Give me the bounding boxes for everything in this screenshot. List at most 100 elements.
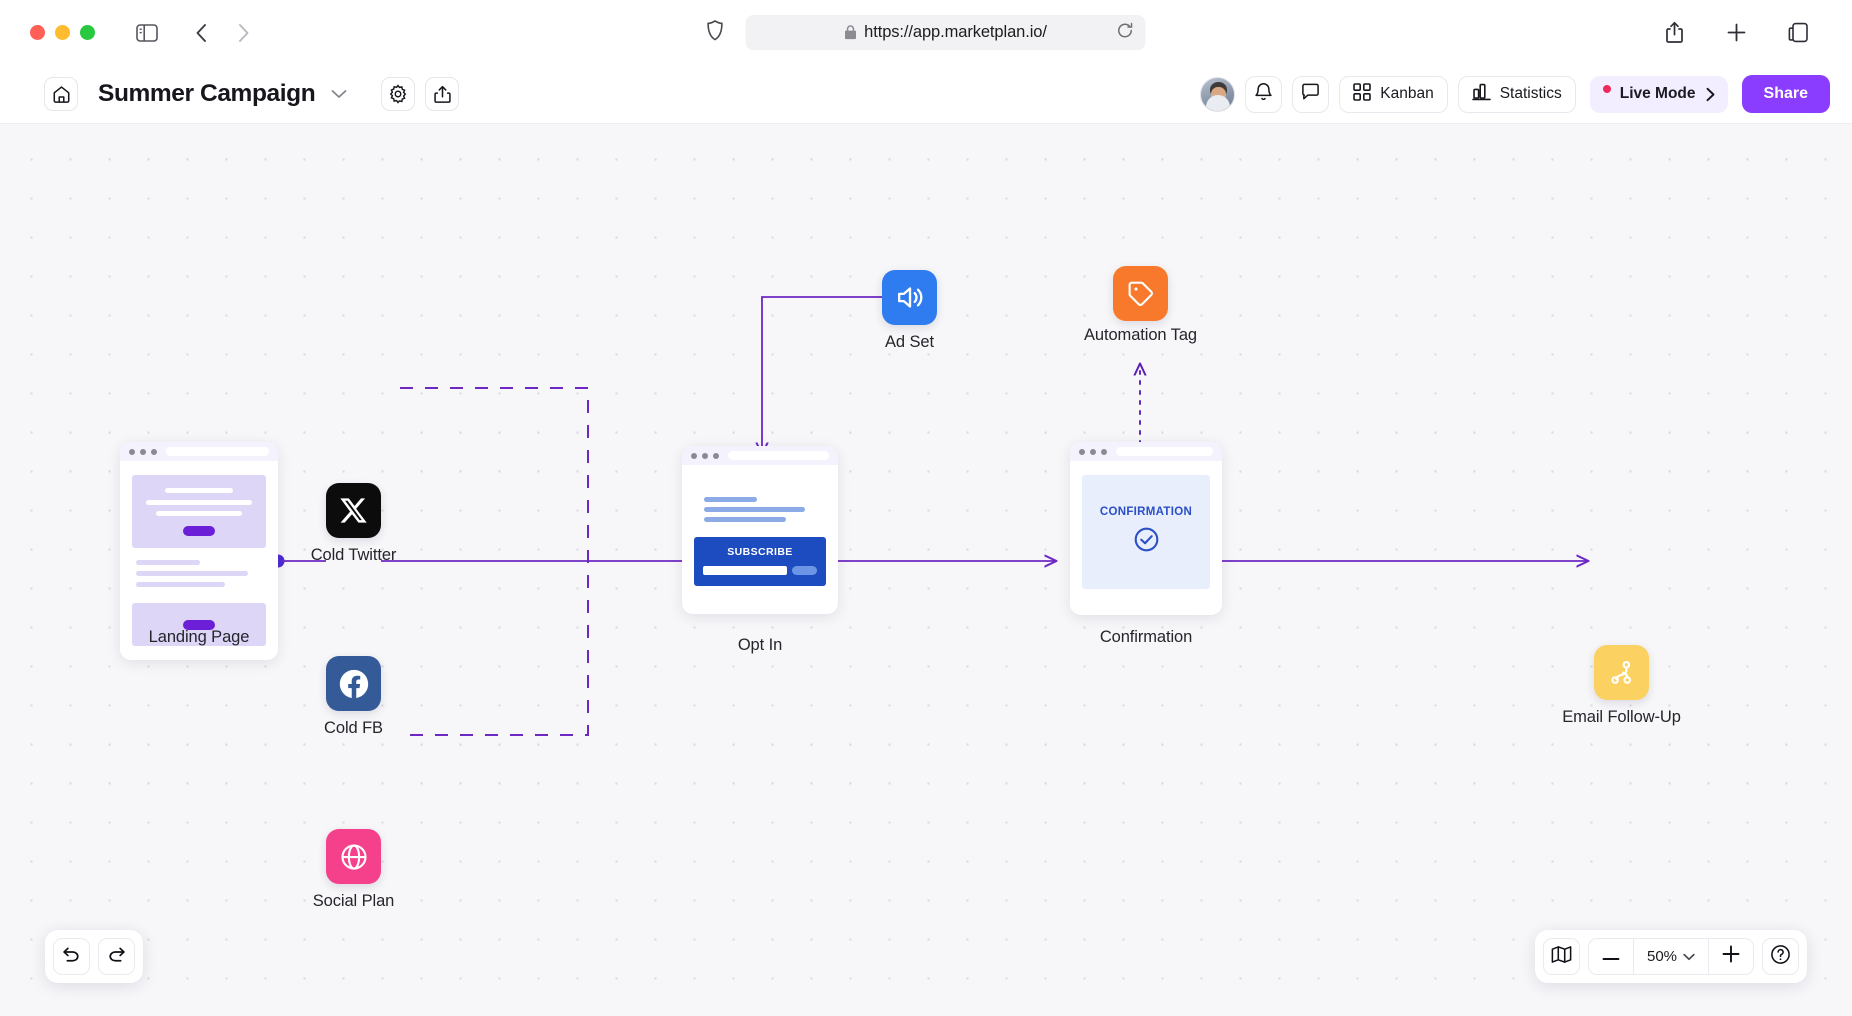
comment-icon (1301, 82, 1320, 106)
node-opt-in[interactable]: SUBSCRIBE Opt In (682, 446, 838, 654)
landing-cta-button (183, 526, 215, 536)
url-text: https://app.marketplan.io/ (864, 23, 1047, 41)
minimize-window-button[interactable] (55, 25, 70, 40)
card-titlebar (682, 446, 838, 465)
landing-hero-block (132, 475, 266, 548)
check-circle-icon (1133, 526, 1160, 558)
node-automation-tag[interactable]: Automation Tag (1084, 266, 1197, 344)
x-twitter-icon[interactable] (326, 483, 381, 538)
app-header: Summer Campaign Kanban (0, 65, 1852, 124)
node-label-confirmation: Confirmation (1099, 628, 1193, 646)
opt-in-text-lines (692, 475, 828, 533)
minus-icon (1602, 948, 1620, 966)
landing-text-lines (132, 548, 266, 603)
undo-icon (62, 945, 81, 969)
node-email-follow-up[interactable]: Email Follow-Up (1562, 645, 1681, 726)
card-titlebar (1070, 442, 1222, 461)
node-landing-page[interactable]: Landing Page (120, 442, 278, 660)
maximize-window-button[interactable] (80, 25, 95, 40)
live-mode-label: Live Mode (1619, 85, 1696, 102)
flow-canvas[interactable]: Landing Page Cold Twitter Cold FB Social… (0, 124, 1852, 1016)
minimap-button[interactable] (1543, 938, 1580, 975)
chevron-down-icon (1683, 953, 1695, 961)
help-circle-icon (1770, 944, 1791, 970)
plus-icon (1722, 945, 1740, 968)
back-arrow-icon[interactable] (183, 15, 219, 51)
share-button[interactable]: Share (1741, 75, 1830, 113)
landing-page-body (120, 461, 278, 660)
close-window-button[interactable] (30, 25, 45, 40)
branch-icon[interactable] (1594, 645, 1649, 700)
redo-icon (107, 945, 126, 969)
forward-arrow-icon[interactable] (225, 15, 261, 51)
node-cold-fb[interactable]: Cold FB (324, 656, 383, 737)
globe-icon[interactable] (326, 829, 381, 884)
card-titlebar (120, 442, 278, 461)
node-label-social-plan: Social Plan (312, 892, 395, 910)
zoom-out-button[interactable] (1589, 939, 1633, 974)
edges-layer (271, 296, 1852, 736)
node-social-plan[interactable]: Social Plan (313, 829, 394, 910)
window-traffic-lights[interactable] (30, 25, 95, 40)
kanban-label: Kanban (1380, 85, 1434, 102)
undo-button[interactable] (53, 938, 90, 975)
live-status-dot (1602, 84, 1611, 93)
redo-button[interactable] (98, 938, 135, 975)
gear-icon[interactable] (381, 77, 416, 111)
node-label-automation-tag: Automation Tag (1084, 326, 1197, 344)
node-confirmation[interactable]: CONFIRMATION Confirmation (1070, 442, 1222, 646)
browser-toolbar: https://app.marketplan.io/ (0, 0, 1852, 65)
node-label-ad-set: Ad Set (885, 333, 934, 351)
page-title: Summer Campaign (98, 80, 316, 107)
zoom-in-button[interactable] (1709, 939, 1753, 974)
landing-footer-block (132, 603, 266, 646)
confirmation-panel: CONFIRMATION (1082, 475, 1210, 589)
tag-icon[interactable] (1113, 266, 1168, 321)
node-label-landing-page: Landing Page (148, 628, 250, 646)
share-icon[interactable] (1656, 15, 1692, 51)
reload-icon[interactable] (1117, 22, 1134, 44)
chevron-down-icon[interactable] (331, 89, 347, 99)
upload-icon[interactable] (425, 77, 460, 111)
opt-in-form-block: SUBSCRIBE (694, 537, 826, 586)
avatar[interactable] (1200, 76, 1236, 112)
tab-overview-icon[interactable] (1780, 15, 1816, 51)
minimap-icon (1551, 945, 1572, 969)
node-label-email-follow-up: Email Follow-Up (1562, 708, 1681, 726)
bell-icon (1254, 82, 1273, 107)
address-bar[interactable]: https://app.marketplan.io/ (745, 15, 1146, 50)
node-label-cold-fb: Cold FB (324, 719, 383, 737)
opt-in-card[interactable]: SUBSCRIBE (682, 446, 838, 614)
submit-button-mock (792, 566, 817, 575)
node-label-opt-in: Opt In (737, 636, 783, 654)
lock-icon (844, 25, 856, 40)
zoom-level-display[interactable]: 50% (1633, 939, 1709, 974)
zoom-control[interactable]: 50% (1588, 938, 1754, 975)
speaker-volume-icon[interactable] (882, 270, 937, 325)
landing-page-card[interactable] (120, 442, 278, 660)
shield-icon[interactable] (707, 19, 724, 46)
node-ad-set[interactable]: Ad Set (882, 270, 937, 351)
confirmation-card[interactable]: CONFIRMATION (1070, 442, 1222, 615)
comments-button[interactable] (1292, 75, 1330, 113)
statistics-button[interactable]: Statistics (1457, 75, 1576, 113)
history-toolbar[interactable] (45, 930, 143, 983)
live-mode-button[interactable]: Live Mode (1589, 75, 1728, 113)
facebook-icon[interactable] (326, 656, 381, 711)
notifications-button[interactable] (1245, 75, 1283, 113)
help-button[interactable] (1762, 938, 1799, 975)
opt-in-body: SUBSCRIBE (682, 465, 838, 614)
chevron-right-icon (1705, 87, 1716, 102)
subscribe-label: SUBSCRIBE (727, 546, 793, 558)
bar-chart-icon (1471, 82, 1491, 106)
kanban-grid-icon (1353, 82, 1372, 106)
plus-icon[interactable] (1718, 15, 1754, 51)
sidebar-toggle-icon[interactable] (129, 15, 165, 51)
kanban-button[interactable]: Kanban (1339, 75, 1448, 113)
statistics-label: Statistics (1499, 85, 1562, 102)
node-cold-twitter[interactable]: Cold Twitter (311, 483, 396, 564)
confirmation-text: CONFIRMATION (1099, 506, 1193, 518)
email-field-mock (703, 566, 787, 575)
zoom-toolbar[interactable]: 50% (1535, 930, 1807, 983)
home-icon[interactable] (44, 77, 78, 111)
